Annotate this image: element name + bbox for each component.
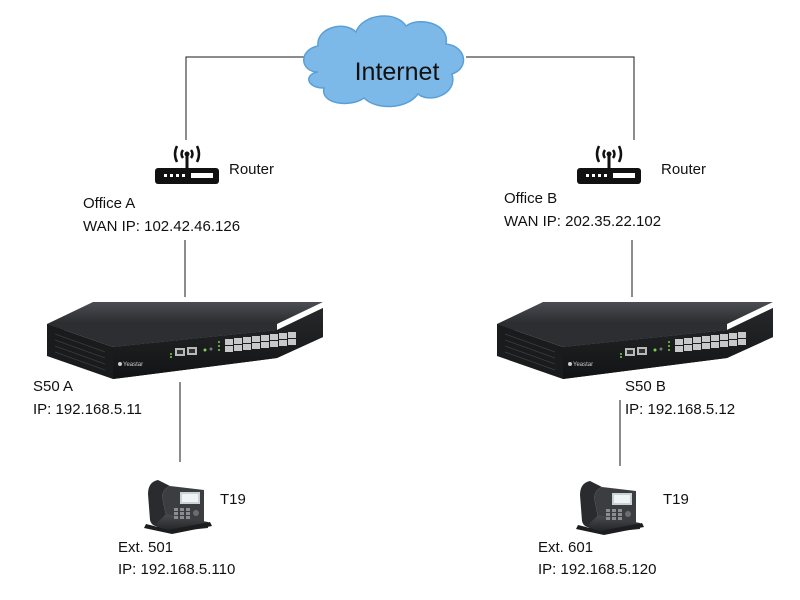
router-b-label: Router — [661, 161, 707, 178]
phone-a-ip: IP: 192.168.5.110 — [118, 561, 236, 578]
internet-label: Internet — [355, 58, 440, 86]
phone-a-model: T19 — [220, 491, 246, 508]
phone-a-ext: Ext. 501 — [118, 539, 174, 556]
phone-t19-a-icon — [144, 480, 212, 534]
phone-b-model: T19 — [663, 491, 689, 508]
link-internet-office-b — [466, 56, 635, 140]
pbx-b-ip: IP: 192.168.5.12 — [625, 401, 736, 418]
office-b-wan-ip: WAN IP: 202.35.22.102 — [504, 213, 662, 230]
office-a-wan-ip: WAN IP: 102.42.46.126 — [83, 218, 241, 235]
internet-cloud-icon: Internet — [303, 15, 465, 108]
pbx-s50-b-icon — [496, 301, 774, 380]
pbx-a-name: S50 A — [33, 378, 74, 395]
link-internet-office-a — [185, 56, 318, 140]
phone-b-ext: Ext. 601 — [538, 539, 594, 556]
pbx-b-name: S50 B — [625, 378, 666, 395]
pbx-s50-a-icon — [46, 301, 324, 380]
phone-b-ip: IP: 192.168.5.120 — [538, 561, 657, 578]
phone-t19-b-icon — [576, 481, 644, 535]
office-b-name: Office B — [504, 190, 558, 207]
router-a-label: Router — [229, 161, 275, 178]
office-a-name: Office A — [83, 195, 136, 212]
router-b-icon — [575, 144, 643, 186]
router-a-icon — [153, 144, 221, 186]
pbx-a-ip: IP: 192.168.5.11 — [33, 401, 142, 418]
